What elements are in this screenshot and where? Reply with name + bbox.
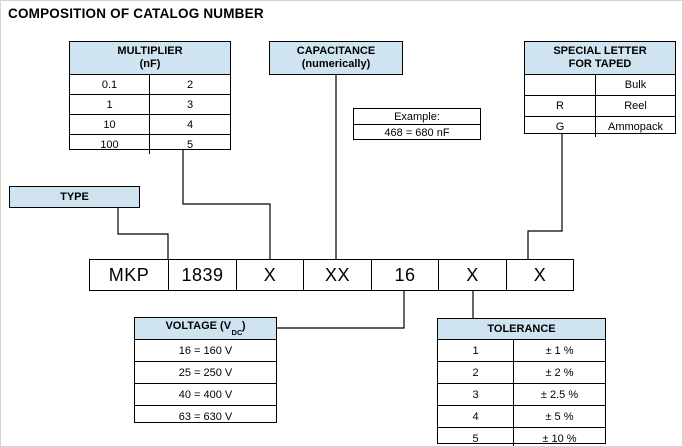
- special-letter-packing: Ammopack: [607, 121, 664, 133]
- table-row: 5 ± 10 %: [438, 428, 605, 446]
- catalog-cell-multiplier: X: [237, 260, 304, 290]
- special-letter-table: SPECIAL LETTER FOR TAPED Bulk R Reel G A…: [524, 41, 676, 137]
- example-box: Example: 468 = 680 nF: [353, 108, 481, 140]
- multiplier-code: 4: [186, 118, 194, 131]
- multiplier-code: 3: [186, 98, 194, 111]
- table-row: 1 ± 1 %: [438, 340, 605, 362]
- special-letter-header: SPECIAL LETTER FOR TAPED: [525, 42, 675, 75]
- tolerance-header-label: TOLERANCE: [487, 322, 556, 335]
- catalog-cell-series: 1839: [169, 260, 237, 290]
- multiplier-value: 10: [70, 115, 150, 134]
- tolerance-header: TOLERANCE: [438, 319, 605, 340]
- voltage-header-label: VOLTAGE (VDC): [165, 320, 246, 337]
- multiplier-table: MULTIPLIER (nF) 0.1 2 1 3 10 4 100 5: [69, 41, 231, 154]
- multiplier-code: 2: [186, 78, 194, 91]
- type-box: TYPE: [9, 186, 140, 208]
- capacitance-header-line1: CAPACITANCE: [296, 45, 376, 57]
- table-row: Bulk: [525, 75, 675, 96]
- example-value-row: 468 = 680 nF: [354, 125, 480, 140]
- voltage-dc-subscript: DC: [231, 327, 243, 337]
- multiplier-header-line1: MULTIPLIER: [117, 45, 183, 57]
- catalog-cell-capacitance: XX: [304, 260, 372, 290]
- table-row: 63 = 630 V: [135, 406, 276, 427]
- table-row: 25 = 250 V: [135, 362, 276, 384]
- table-row: 1 3: [70, 95, 230, 115]
- tolerance-value: ± 2.5 %: [540, 388, 579, 401]
- table-row: 3 ± 2.5 %: [438, 384, 605, 406]
- special-letter-header-line1: SPECIAL LETTER: [553, 45, 647, 57]
- table-row: 0.1 2: [70, 75, 230, 95]
- table-row: 16 = 160 V: [135, 340, 276, 362]
- tolerance-code: 1: [438, 340, 514, 361]
- special-letter-packing: Reel: [624, 100, 647, 112]
- tolerance-value: ± 5 %: [545, 410, 574, 423]
- multiplier-value: 100: [70, 135, 150, 154]
- tolerance-code: 3: [438, 384, 514, 405]
- tolerance-code: 4: [438, 406, 514, 427]
- tolerance-value: ± 10 %: [542, 432, 577, 445]
- catalog-number-row: MKP 1839 X XX 16 X X: [89, 259, 574, 291]
- tolerance-table: TOLERANCE 1 ± 1 % 2 ± 2 % 3 ± 2.5 % 4 ± …: [437, 318, 606, 446]
- capacitance-header: CAPACITANCE (numerically): [270, 42, 402, 74]
- example-label-row: Example:: [354, 109, 480, 125]
- multiplier-code: 5: [186, 138, 194, 151]
- type-header: TYPE: [10, 187, 139, 207]
- voltage-option: 25 = 250 V: [178, 366, 233, 379]
- table-row: R Reel: [525, 96, 675, 117]
- special-letter-code: R: [525, 96, 596, 116]
- example-label: Example:: [394, 110, 440, 123]
- capacitance-header-line2: (numerically): [301, 58, 371, 70]
- table-row: 40 = 400 V: [135, 384, 276, 406]
- table-row: 10 4: [70, 115, 230, 135]
- multiplier-header: MULTIPLIER (nF): [70, 42, 230, 75]
- table-row: 100 5: [70, 135, 230, 154]
- tolerance-code: 2: [438, 362, 514, 383]
- voltage-option: 63 = 630 V: [178, 410, 233, 423]
- catalog-cell-type: MKP: [90, 260, 169, 290]
- multiplier-header-line2: (nF): [139, 58, 161, 70]
- voltage-header: VOLTAGE (VDC): [135, 318, 276, 340]
- catalog-cell-tolerance: X: [439, 260, 507, 290]
- voltage-table: VOLTAGE (VDC) 16 = 160 V 25 = 250 V 40 =…: [134, 317, 277, 423]
- page-title: COMPOSITION OF CATALOG NUMBER: [8, 6, 264, 21]
- tolerance-code: 5: [438, 428, 514, 446]
- special-letter-header-line2: FOR TAPED: [568, 58, 632, 70]
- tolerance-value: ± 1 %: [545, 344, 574, 357]
- voltage-option: 40 = 400 V: [178, 388, 233, 401]
- special-letter-packing: Bulk: [624, 79, 647, 91]
- voltage-option: 16 = 160 V: [178, 344, 233, 357]
- special-letter-code: G: [525, 117, 596, 137]
- table-row: 4 ± 5 %: [438, 406, 605, 428]
- catalog-cell-voltage: 16: [372, 260, 439, 290]
- capacitance-box: CAPACITANCE (numerically): [269, 41, 403, 75]
- type-label: TYPE: [60, 190, 89, 203]
- table-row: 2 ± 2 %: [438, 362, 605, 384]
- tolerance-value: ± 2 %: [545, 366, 574, 379]
- multiplier-value: 1: [70, 95, 150, 114]
- example-value: 468 = 680 nF: [384, 126, 450, 139]
- catalog-cell-special-letter: X: [533, 264, 547, 285]
- special-letter-code: [525, 75, 596, 95]
- multiplier-value: 0.1: [70, 75, 150, 94]
- table-row: G Ammopack: [525, 117, 675, 137]
